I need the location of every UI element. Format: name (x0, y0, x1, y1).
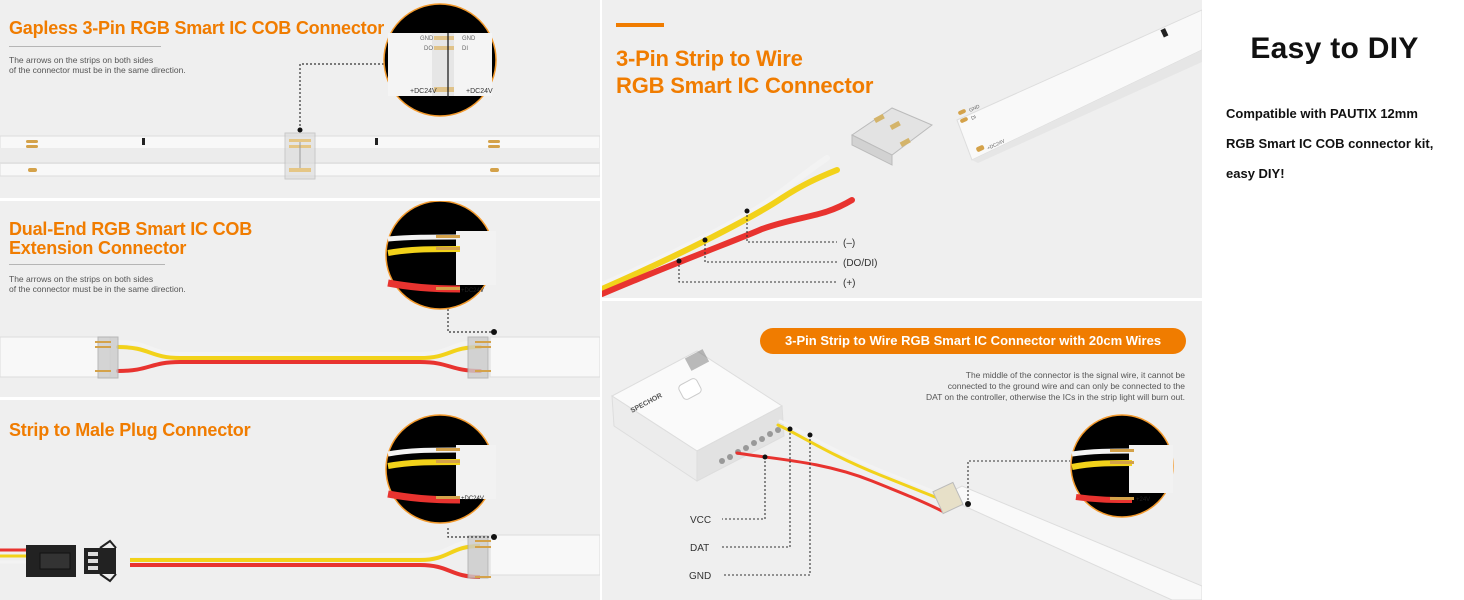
callout-dots (676, 208, 750, 264)
signal-wire-warning: The middle of the connector is the signa… (865, 370, 1185, 403)
note-line: connected to the ground wire and can onl… (947, 381, 1185, 391)
solder-pads (26, 140, 500, 172)
led-strip-left (0, 336, 111, 378)
wire-label-data: (DO/DI) (843, 258, 877, 269)
note-line: The arrows on the strips on both sides (9, 55, 154, 65)
controller-wiring-diagram: SPECHOR VCC DAT GND (611, 349, 1202, 600)
pad-label-do: DO (424, 46, 433, 52)
ic-chips (142, 138, 378, 145)
note-line: DAT on the controller, otherwise the ICs… (925, 392, 1185, 402)
zoom-magnifier: +24V (1070, 414, 1174, 518)
note-line: of the connector must be in the same dir… (9, 65, 186, 75)
panel-note: The arrows on the strips on both sides o… (9, 274, 186, 294)
easy-to-diy-section: Easy to DIY Compatible with PAUTIX 12mm … (1205, 0, 1464, 600)
pad-label-dc-right: +DC24V (466, 88, 493, 95)
wires (602, 155, 855, 297)
title-divider (9, 264, 165, 265)
pad-label-dc-left: +DC24V (410, 88, 437, 95)
panel-title: Dual-End RGB Smart IC COB Extension Conn… (9, 220, 252, 258)
controller-box: SPECHOR (611, 349, 785, 482)
dual-end-diagram: +DC24V (0, 201, 600, 379)
description-line: easy DIY! (1226, 166, 1285, 181)
connector-left (95, 336, 119, 379)
strip-label-di: DI (970, 114, 977, 122)
wires (735, 419, 949, 513)
note-line: The middle of the connector is the signa… (965, 370, 1185, 380)
accent-bar (616, 23, 664, 27)
title-line: Dual-End RGB Smart IC COB (9, 219, 253, 239)
callout-line (447, 309, 497, 335)
connector-housing (851, 107, 933, 166)
gapless-diagram: GND GND DO DI +DC24V +DC24V (0, 3, 600, 180)
note-line: of the connector must be in the same dir… (9, 284, 186, 294)
wire-callouts (678, 211, 837, 283)
led-strip (489, 534, 600, 576)
panel-dual-end-connector: Dual-End RGB Smart IC COB Extension Conn… (0, 201, 600, 397)
pad-label-gnd-right: GND (462, 36, 476, 42)
strip-to-wire-diagram: (–) (DO/DI) (+) GND DI +DC24V (602, 9, 1202, 297)
extension-wires (116, 340, 482, 373)
callout-dots (762, 426, 971, 507)
gapless-connector (284, 132, 316, 180)
male-plug-diagram: +DC24V (0, 414, 600, 583)
led-strip-right (489, 336, 600, 378)
zoom-magnifier: +DC24V (385, 201, 496, 310)
title-line: 3-Pin Strip to Wire (616, 46, 803, 71)
zoom-magnifier: +DC24V (385, 414, 496, 524)
panel-title: 3-Pin Strip to Wire RGB Smart IC Connect… (616, 45, 873, 99)
zoom-magnifier: GND GND DO DI +DC24V +DC24V (383, 3, 497, 117)
panel-title: Gapless 3-Pin RGB Smart IC COB Connector (9, 18, 385, 38)
wire-label-positive: (+) (843, 278, 856, 289)
pad-label-gnd-left: GND (420, 36, 434, 42)
controller-label-dat: DAT (690, 543, 709, 554)
female-plug-icon (26, 545, 76, 577)
callout-line (297, 63, 390, 133)
pad-label-dc: +DC24V (461, 288, 484, 294)
pad-label-dc: +24V (1136, 497, 1150, 503)
panel-gapless-connector: Gapless 3-Pin RGB Smart IC COB Connector… (0, 0, 600, 198)
controller-label-vcc: VCC (690, 515, 711, 526)
badge-title: 3-Pin Strip to Wire RGB Smart IC Connect… (760, 328, 1186, 354)
panel-connector-with-wires: 3-Pin Strip to Wire RGB Smart IC Connect… (602, 301, 1202, 600)
wire-label-negative: (–) (843, 238, 855, 249)
note-line: The arrows on the strips on both sides (9, 274, 154, 284)
controller-label-gnd: GND (689, 571, 711, 582)
panel-title: Strip to Male Plug Connector (9, 420, 251, 440)
controller-callouts (722, 429, 1070, 576)
panel-note: The arrows on the strips on both sides o… (9, 55, 186, 75)
panel-strip-to-wire-connector: 3-Pin Strip to Wire RGB Smart IC Connect… (602, 0, 1202, 298)
connector (932, 481, 964, 515)
title-line: Extension Connector (9, 238, 187, 258)
description-line: RGB Smart IC COB connector kit, (1226, 136, 1434, 151)
connector (467, 535, 491, 579)
description-line: Compatible with PAUTIX 12mm (1226, 106, 1418, 121)
section-title: Easy to DIY (1250, 32, 1419, 65)
led-strip (956, 9, 1202, 163)
title-line: RGB Smart IC Connector (616, 73, 874, 98)
male-plug-icon (84, 539, 117, 583)
connector-right (467, 336, 491, 379)
pad-label-dc: +DC24V (461, 496, 484, 502)
panel-male-plug-connector: Strip to Male Plug Connector (0, 400, 600, 600)
title-divider (9, 46, 161, 47)
led-strip (940, 485, 1202, 600)
pad-label-di: DI (462, 46, 468, 52)
strip-label-gnd: GND (968, 104, 981, 114)
callout-line (447, 528, 497, 540)
